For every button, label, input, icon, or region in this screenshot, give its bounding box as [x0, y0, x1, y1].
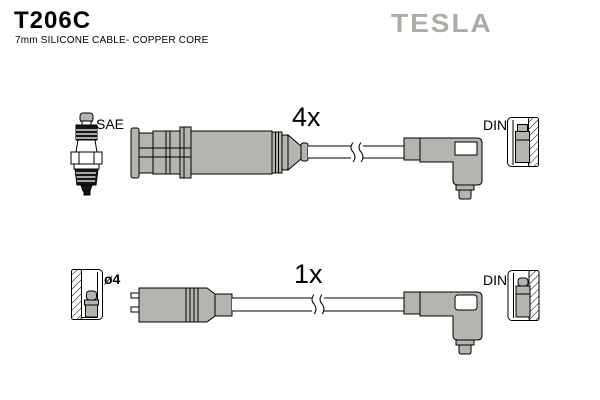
cable-drawing-row1 — [308, 142, 404, 163]
cable-break-mark — [350, 142, 364, 163]
straight-boot-drawing — [130, 126, 309, 179]
din-label-row2: DIN — [483, 272, 507, 288]
quantity-label-row1: 4x — [292, 102, 321, 132]
socket-cap-drawing-row2 — [71, 269, 103, 320]
din-cap-drawing-row2 — [507, 270, 540, 321]
spark-plug-icon — [70, 112, 103, 196]
tesla-logo: TESLA — [391, 9, 493, 38]
din-label-row1: DIN — [483, 117, 507, 133]
quantity-label-row2: 1x — [294, 259, 323, 289]
diameter-label: ø4 — [104, 271, 121, 287]
din-cap-drawing-row1 — [507, 117, 539, 167]
coil-boot-drawing — [130, 287, 233, 323]
part-number-title: T206C — [14, 7, 92, 34]
cable-drawing-row2 — [232, 294, 404, 315]
part-description: 7mm SILICONE CABLE- COPPER CORE — [15, 35, 209, 46]
cable-break-mark — [311, 294, 325, 315]
sae-label: SAE — [96, 116, 124, 132]
elbow-boot-drawing-row2 — [403, 291, 483, 355]
elbow-boot-drawing-row1 — [403, 137, 483, 200]
